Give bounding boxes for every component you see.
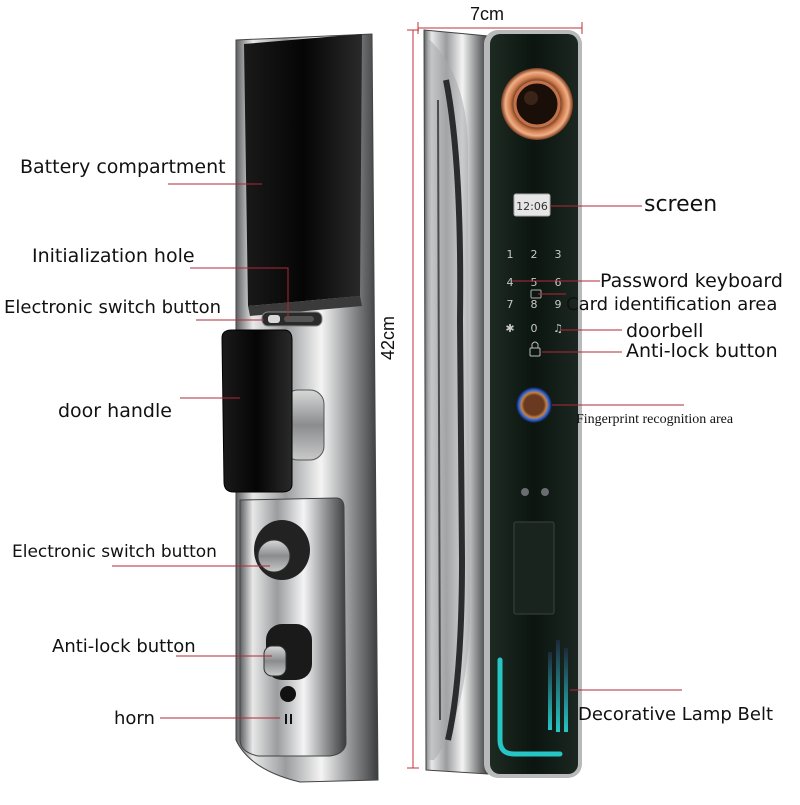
label-horn: horn xyxy=(114,708,155,729)
lock-icon xyxy=(529,341,541,357)
keypad-key[interactable]: 9 xyxy=(555,298,562,311)
keypad-key[interactable]: ✱ xyxy=(505,322,514,335)
keypad-key[interactable]: 6 xyxy=(555,276,562,289)
keypad-key[interactable]: 1 xyxy=(507,248,514,261)
keypad-key[interactable]: 0 xyxy=(531,322,538,335)
label-door-handle: door handle xyxy=(58,400,172,422)
label-fingerprint-recognition-area: Fingerprint recognition area xyxy=(576,412,734,427)
width-dimension-label: 7cm xyxy=(470,4,505,24)
label-battery-compartment: Battery compartment xyxy=(20,156,226,178)
door-handle[interactable] xyxy=(221,329,293,493)
label-initialization-hole: Initialization hole xyxy=(32,245,195,267)
back-panel xyxy=(221,33,379,783)
horn-grille xyxy=(285,714,292,724)
label-card-identification-area: Card identification area xyxy=(566,294,778,315)
keypad-key[interactable]: 4 xyxy=(507,276,514,289)
screen-time: 12:06 xyxy=(516,200,548,213)
label-screen: screen xyxy=(644,192,718,217)
label-decorative-lamp-belt: Decorative Lamp Belt xyxy=(578,704,774,725)
screen xyxy=(513,193,551,217)
label-doorbell: doorbell xyxy=(626,320,704,342)
electronic-switch-knob[interactable] xyxy=(257,539,291,573)
keypad-key[interactable]: 3 xyxy=(555,248,562,261)
label-password-keyboard: Password keyboard xyxy=(600,270,783,292)
front-panel: 12:06 1 2 3 4 5 6 7 8 9 ✱ 0 ♫ xyxy=(423,29,582,778)
anti-lock-switch[interactable] xyxy=(263,645,287,677)
decorative-lamp-belt xyxy=(497,640,568,757)
keypad-key[interactable]: 7 xyxy=(507,298,514,311)
leader-lines xyxy=(112,183,684,719)
height-dimension-label: 42cm xyxy=(378,315,398,360)
keypad-key[interactable]: 8 xyxy=(531,298,538,311)
keypad-key[interactable]: 2 xyxy=(531,248,538,261)
keypad-key[interactable]: 5 xyxy=(531,276,538,289)
keypad-key[interactable]: ♫ xyxy=(553,322,563,335)
recognition-window xyxy=(513,521,555,615)
password-keyboard: 1 2 3 4 5 6 7 8 9 ✱ 0 ♫ xyxy=(505,248,563,335)
label-anti-lock-button-front: Anti-lock button xyxy=(626,340,778,362)
label-electronic-switch-button-bottom: Electronic switch button xyxy=(12,542,217,562)
label-electronic-switch-button-top: Electronic switch button xyxy=(4,297,222,318)
dimension-lines xyxy=(407,22,583,769)
fingerprint-sensor[interactable] xyxy=(516,387,552,423)
label-anti-lock-button-back: Anti-lock button xyxy=(52,636,196,657)
